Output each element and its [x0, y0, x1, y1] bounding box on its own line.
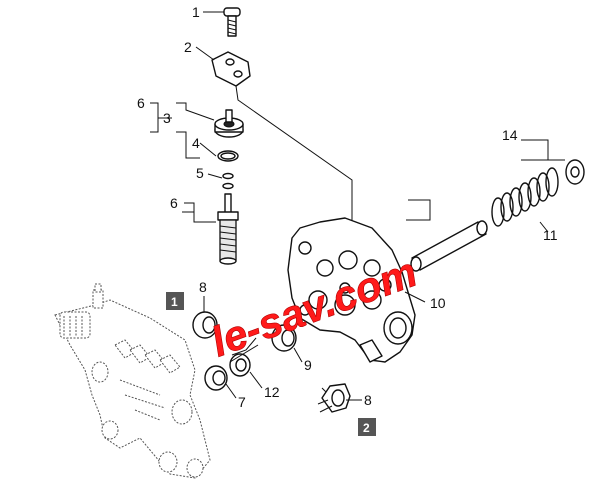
callout-10: 10 [430, 295, 446, 311]
callout-7: 7 [238, 394, 246, 410]
callout-11: 11 [543, 227, 558, 243]
callout-9: 9 [304, 357, 312, 373]
callout-4: 4 [192, 135, 200, 151]
callout-6: 6 [137, 95, 145, 111]
callout-8: 8 [364, 392, 372, 408]
spring-icon [491, 167, 559, 227]
badge-1: 1 [166, 292, 184, 310]
callout-6: 6 [170, 195, 178, 211]
screw-icon [223, 7, 241, 37]
o-ring-icon [222, 172, 234, 190]
seal-ring-icon [192, 311, 218, 339]
valve-icon [217, 193, 239, 265]
callout-5: 5 [196, 165, 204, 181]
seal-ring-icon [204, 365, 228, 391]
callout-14: 14 [502, 127, 518, 143]
callout-2: 2 [184, 39, 192, 55]
bracket-plate-icon [211, 51, 251, 87]
callout-1: 1 [192, 4, 200, 20]
badge-2: 2 [358, 418, 376, 436]
valve-icon [214, 109, 244, 138]
pump-head-icon [287, 217, 416, 363]
seal-ring-icon [271, 324, 297, 352]
piston-icon [410, 220, 488, 272]
retainer-clip-icon [317, 383, 351, 413]
svg-text:1: 1 [171, 295, 178, 309]
retainer-clip-icon [565, 159, 585, 185]
callout-3: 3 [163, 110, 171, 126]
pump-assembly-ghost-icon [54, 283, 211, 479]
o-ring-icon [217, 150, 239, 162]
callout-12: 12 [264, 384, 280, 400]
svg-text:2: 2 [363, 421, 370, 435]
callout-8: 8 [199, 279, 207, 295]
